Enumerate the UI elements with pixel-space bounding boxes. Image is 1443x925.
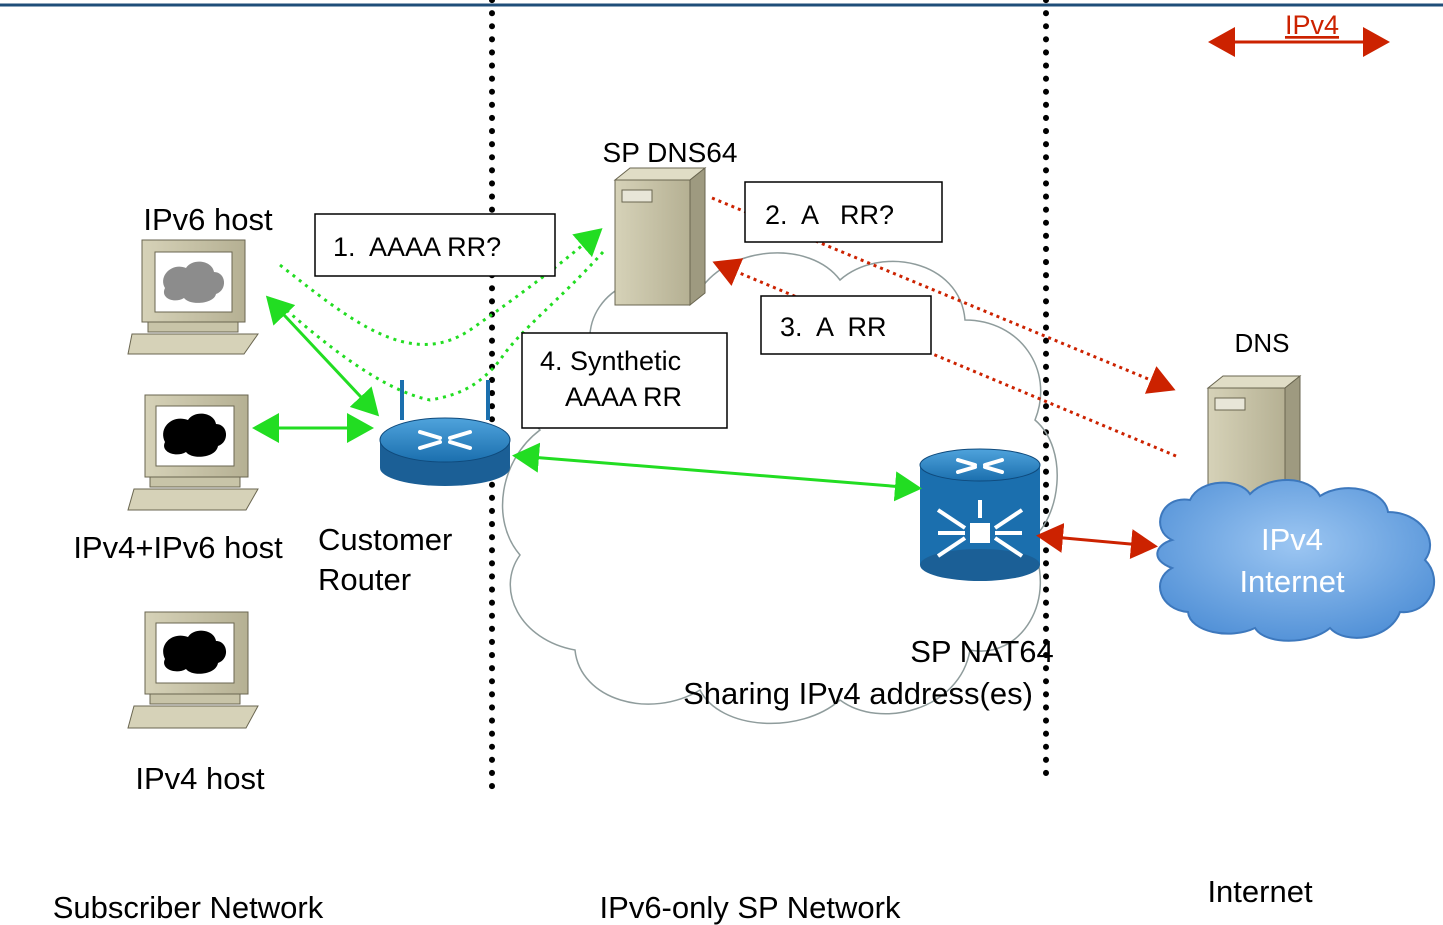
ipv6-host-computer [127,239,259,355]
ipv6-host-label: IPv6 host [143,202,273,237]
sp-dns64-label: SP DNS64 [603,137,738,168]
step3-label: 3. A RR [780,312,887,342]
green-dotted-response-path [274,250,605,402]
ipv4-internet-cloud-line2: Internet [1239,564,1345,599]
red-dotted-a-query [711,196,1176,394]
customer-router-label-line2: Router [318,562,411,597]
ipv4-internet-cloud-line1: IPv4 [1261,522,1323,557]
zone-label-internet: Internet [1207,874,1313,909]
step3-box: 3. A RR [760,295,932,355]
step1-label: 1. AAAA RR? [333,232,501,262]
green-arrow-router-nat64 [512,442,922,502]
ipv4-host-computer [127,611,259,729]
ipv4-internet-cloud [1156,479,1436,642]
step2-box: 2. A RR? [744,181,943,243]
step4-box: 4. Synthetic AAAA RR [521,332,728,429]
sp-nat64-icon [919,448,1041,581]
dual-host-label: IPv4+IPv6 host [73,530,283,565]
green-arrow-ipv6host-router [265,295,380,417]
step4-label-line2: AAAA RR [565,382,682,412]
zone-label-subscriber: Subscriber Network [53,890,324,925]
legend-ipv4: IPv4 [1208,10,1390,57]
zone-label-sp-network: IPv6-only SP Network [600,890,901,925]
sharing-label: Sharing IPv4 address(es) [683,676,1033,711]
red-arrow-nat64-internet [1036,522,1158,560]
dual-host-computer [127,394,259,511]
red-dotted-a-response [712,258,1177,458]
ipv4-host-label: IPv4 host [135,761,265,796]
step2-label: 2. A RR? [765,200,894,230]
customer-router-icon [379,380,511,486]
customer-router-label-line1: Customer [318,522,452,557]
legend-ipv4-label: IPv4 [1285,10,1339,40]
green-dotted-query-path [279,228,603,346]
sp-nat64-label: SP NAT64 [910,634,1054,669]
sp-dns64-server-icon [613,166,707,307]
step4-label-line1: 4. Synthetic [540,346,681,376]
step1-box: 1. AAAA RR? [314,213,556,277]
dns-label: DNS [1235,328,1290,358]
